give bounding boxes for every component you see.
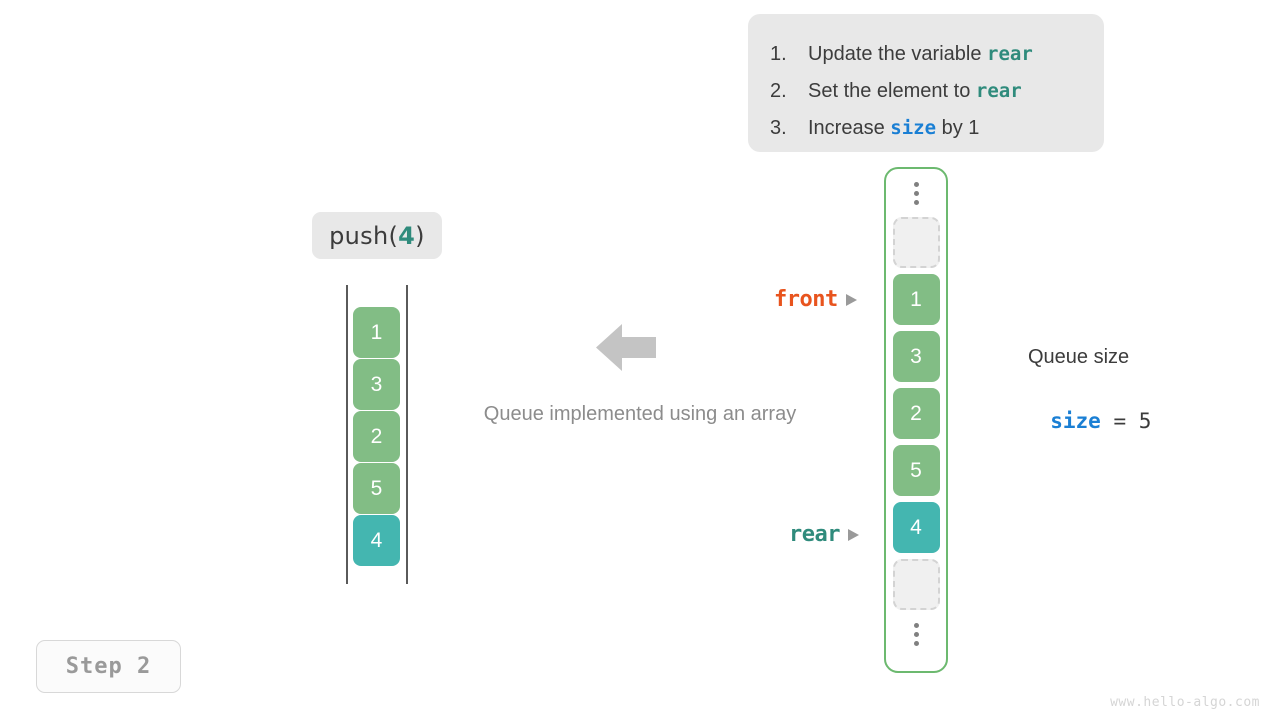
array-rail-right <box>406 285 408 584</box>
memory-cell: 2 <box>892 388 940 439</box>
instruction-suffix: by 1 <box>936 117 980 139</box>
memory-cell: 4 <box>892 502 940 553</box>
instruction-text: Set the element to rear <box>808 73 1022 110</box>
step-badge: Step 2 <box>36 640 181 693</box>
array-cell: 2 <box>353 411 400 462</box>
front-pointer-label: front <box>774 287 838 312</box>
memory-cells: 1 3 2 5 4 <box>892 217 940 610</box>
memory-column: 1 3 2 5 4 <box>884 167 948 673</box>
instruction-text: Increase size by 1 <box>808 110 979 147</box>
front-pointer: front <box>774 287 857 312</box>
left-arrow-icon <box>596 322 656 373</box>
rear-pointer: rear <box>789 522 859 547</box>
operation-close-paren: ) <box>415 221 425 250</box>
pointer-triangle-icon <box>845 293 857 306</box>
queue-size-block: Queue size size = 5 <box>1028 343 1228 461</box>
memory-cell: 3 <box>892 331 940 382</box>
left-array: 1 3 2 5 4 <box>346 285 408 584</box>
array-cell: 1 <box>353 307 400 358</box>
instruction-code-rear: rear <box>987 43 1033 65</box>
instruction-item-3: 3. Increase size by 1 <box>748 110 1104 147</box>
instruction-prefix: Increase <box>808 117 891 139</box>
operation-label: push(4) <box>312 212 442 259</box>
instruction-number: 1. <box>770 43 787 65</box>
left-array-cells: 1 3 2 5 4 <box>353 307 400 566</box>
instruction-number: 3. <box>770 117 787 139</box>
instruction-box: 1. Update the variable rear 2. Set the e… <box>748 14 1104 152</box>
instruction-code-size: size <box>890 117 937 139</box>
queue-size-variable: size <box>1050 409 1101 433</box>
memory-cell-empty <box>892 217 940 268</box>
instruction-list: 1. Update the variable rear 2. Set the e… <box>748 36 1104 147</box>
instruction-number: 2. <box>770 80 787 102</box>
instruction-code-rear: rear <box>975 80 1022 102</box>
memory-cell-empty <box>892 559 940 610</box>
array-cell: 3 <box>353 359 400 410</box>
instruction-text: Update the variable rear <box>808 36 1033 73</box>
queue-size-expression: size = 5 <box>1028 382 1228 461</box>
queue-size-equals: = <box>1100 409 1139 433</box>
instruction-item-2: 2. Set the element to rear <box>748 73 1104 110</box>
array-cell: 4 <box>353 515 400 566</box>
vertical-ellipsis-icon-top <box>913 169 919 217</box>
operation-argument: 4 <box>398 221 416 250</box>
rear-pointer-label: rear <box>789 522 840 547</box>
array-rail-left <box>346 285 348 584</box>
instruction-prefix: Set the element to <box>808 80 976 102</box>
watermark: www.hello-algo.com <box>1110 695 1260 710</box>
operation-name: push( <box>329 221 399 250</box>
instruction-prefix: Update the variable <box>808 43 988 65</box>
queue-size-value: 5 <box>1138 409 1152 433</box>
array-cell: 5 <box>353 463 400 514</box>
vertical-ellipsis-icon-bottom <box>913 610 919 658</box>
queue-size-title: Queue size <box>1028 346 1130 368</box>
diagram-caption: Queue implemented using an array <box>483 403 797 425</box>
memory-cell: 1 <box>892 274 940 325</box>
memory-cell: 5 <box>892 445 940 496</box>
pointer-triangle-icon <box>847 528 859 541</box>
instruction-item-1: 1. Update the variable rear <box>748 36 1104 73</box>
